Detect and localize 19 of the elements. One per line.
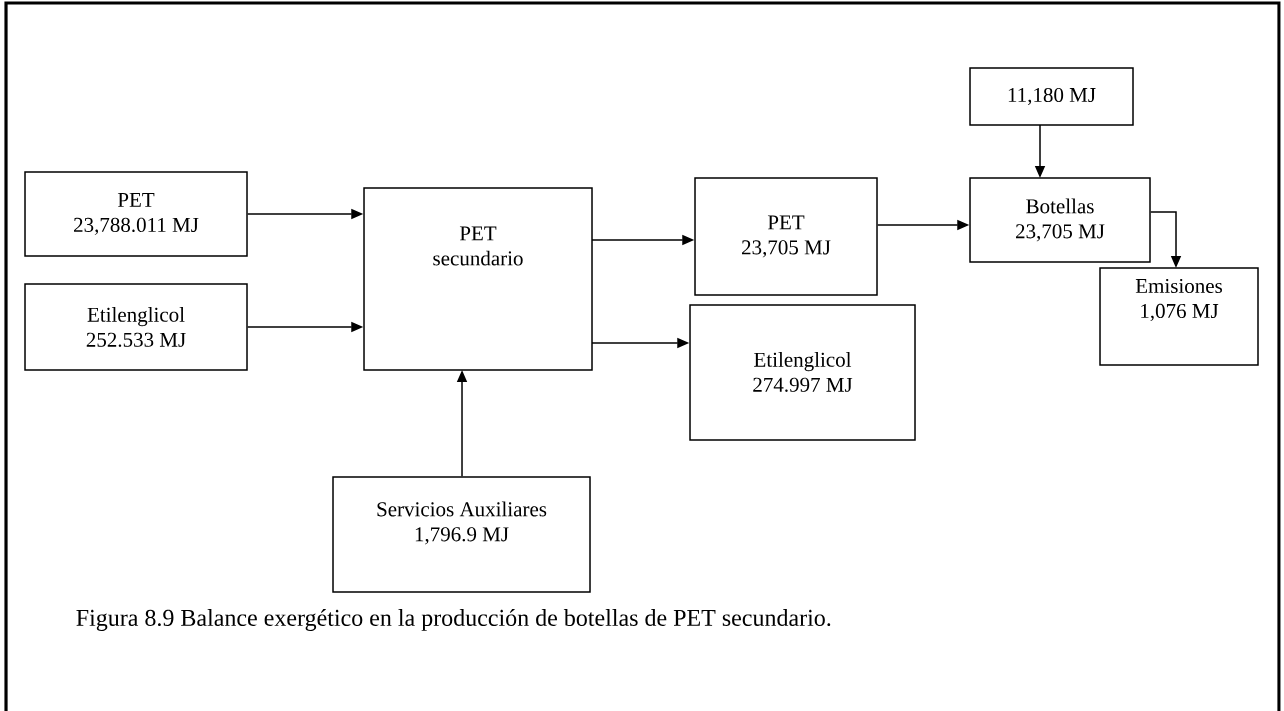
process-box (363, 187, 593, 371)
box-text: 11,180 MJ (1008, 87, 1096, 106)
box-text: Etilenglicol 274.997 MJ (753, 352, 853, 392)
process-box (689, 304, 916, 441)
process-box (24, 171, 248, 257)
box-text: PET secundario (433, 226, 523, 266)
box-text: Servicios Auxiliares 1,796.9 MJ (377, 501, 547, 545)
process-box (969, 177, 1151, 263)
process-box (1099, 267, 1259, 366)
process-box (24, 283, 248, 371)
box-text: Etilenglicol 252.533 MJ (86, 307, 186, 347)
box-text: PET 23,788.011 MJ (74, 193, 199, 235)
process-box (332, 476, 591, 593)
process-box (694, 177, 878, 296)
box-text: PET 23,705 MJ (742, 215, 831, 258)
caption: Figura 8.9 Balance exergético en la producción de botellas de PET secundario. (76, 609, 831, 631)
process-box (969, 67, 1134, 126)
box-text: Botellas 23,705 MJ (1016, 198, 1105, 242)
box-text: Emisiones 1,076 MJ (1135, 278, 1222, 322)
